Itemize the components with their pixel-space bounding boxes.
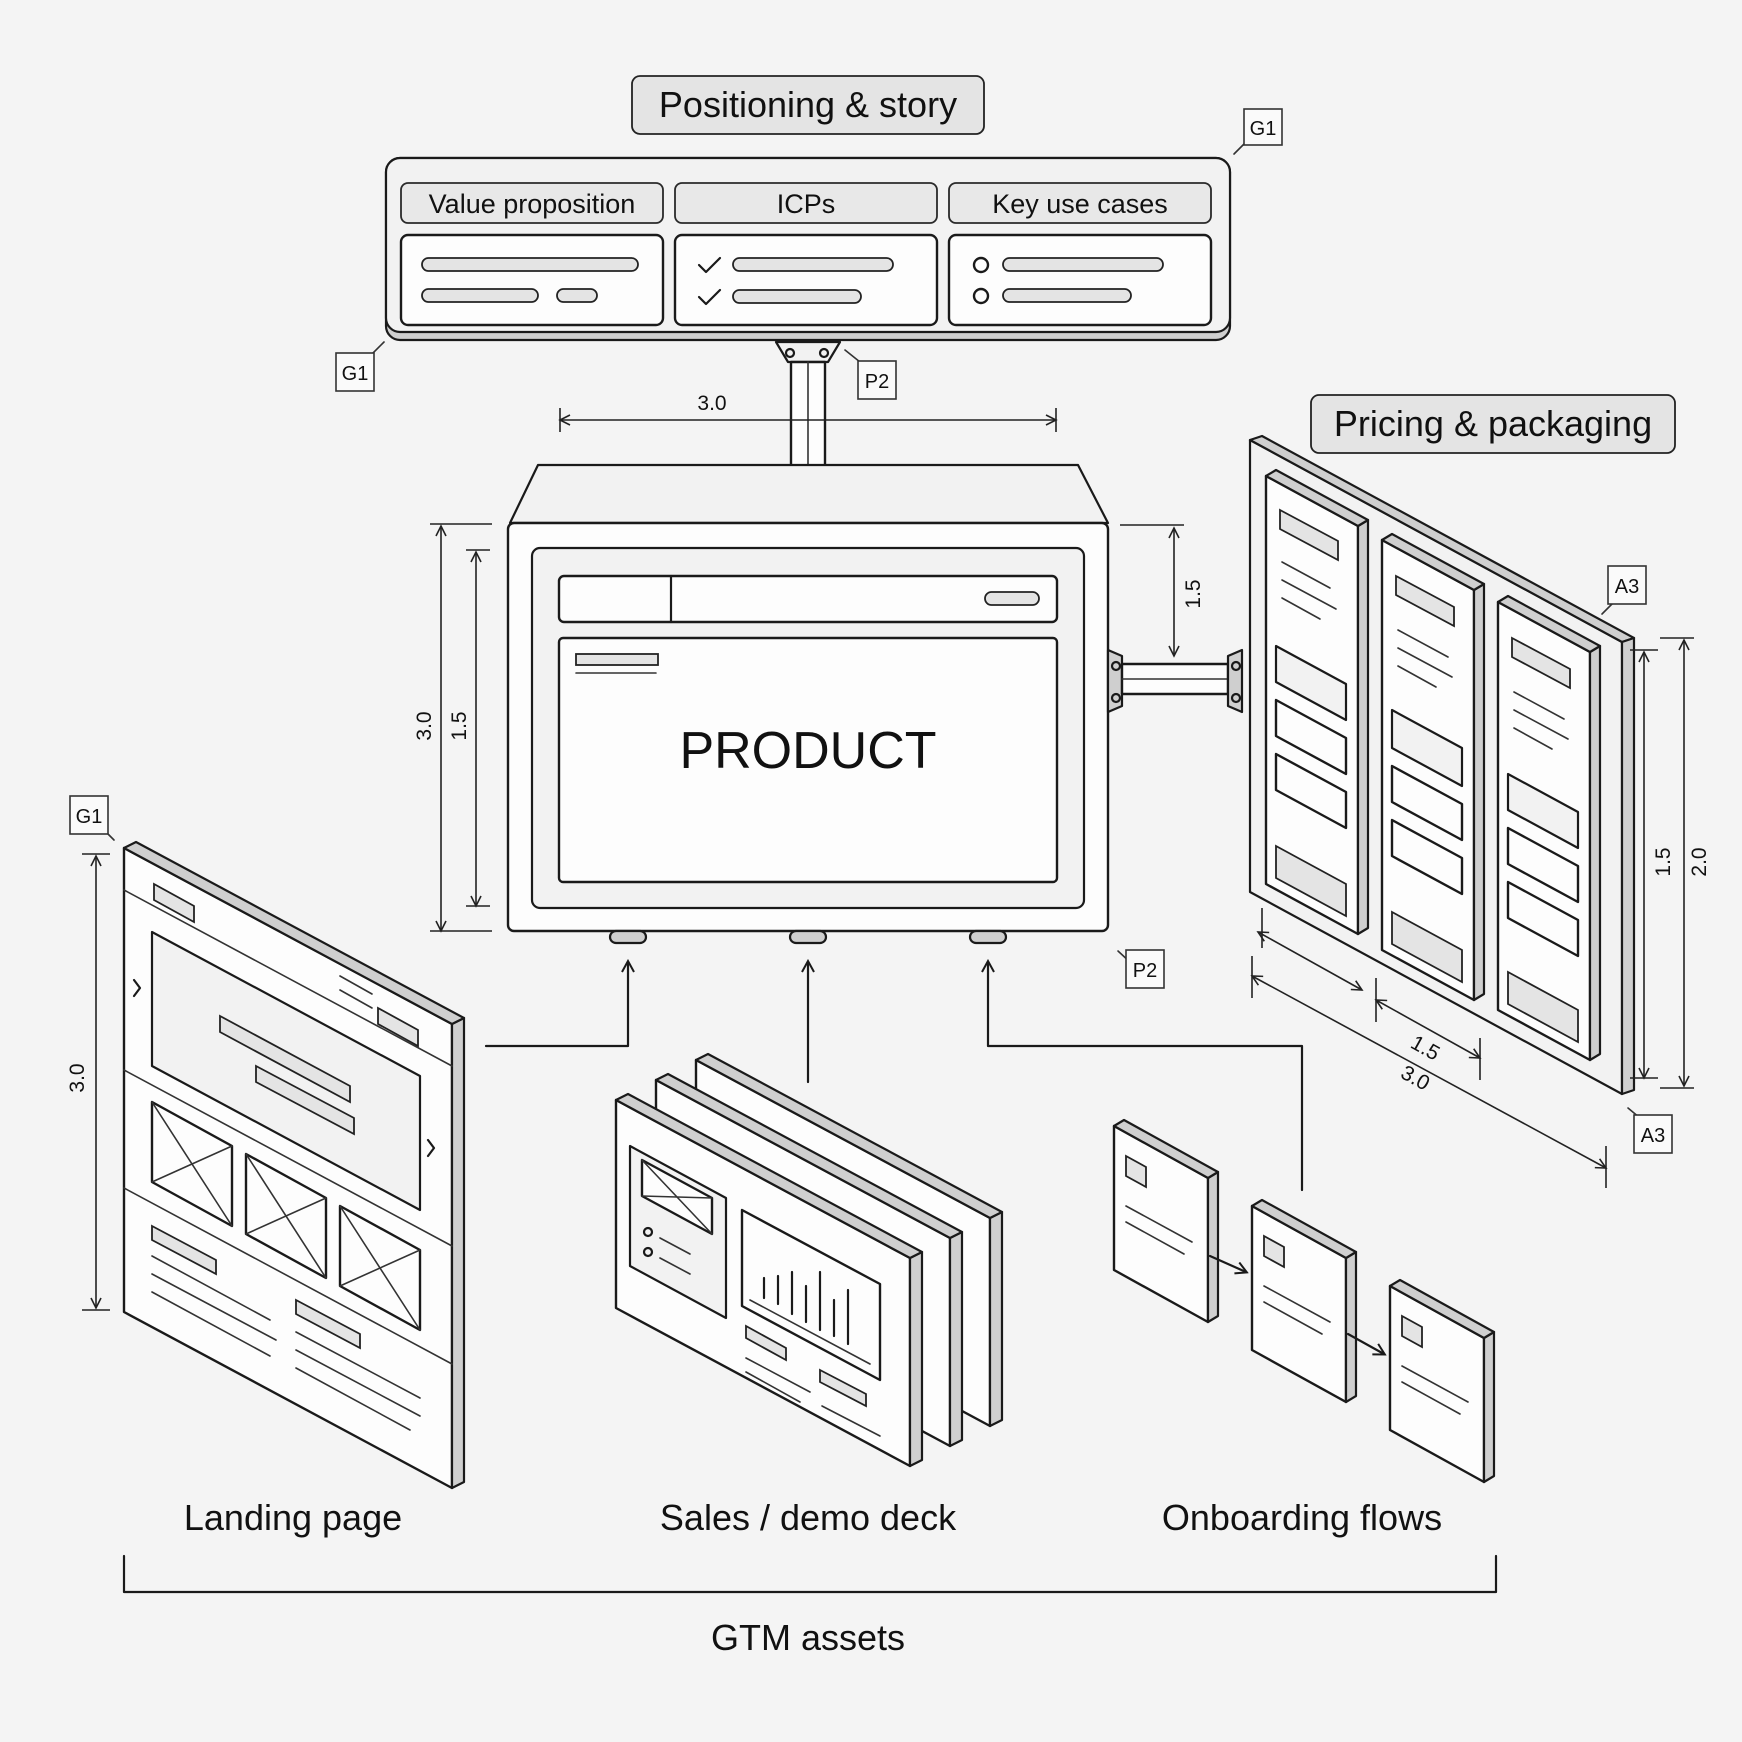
onboarding-card (1112, 1118, 1220, 1324)
chevron-left-icon (132, 978, 142, 998)
dimension-label: 3.0 (1397, 1061, 1434, 1095)
tag-p2-top (857, 360, 897, 400)
product-dimensions: 3.0 3.0 1.5 1.5 (413, 392, 1205, 933)
dimension-label: 1.5 (448, 711, 471, 740)
tag-p2-bottom (1125, 949, 1165, 989)
text-line-placeholder (421, 257, 639, 272)
sales-deck-asset (614, 1052, 1004, 1468)
asset-label-sales-deck: Sales / demo deck (660, 1497, 957, 1538)
gtm-assets-label: GTM assets (711, 1617, 905, 1658)
onboarding-card (1388, 1278, 1496, 1484)
check-icon (697, 288, 722, 306)
product-foot (968, 929, 1008, 945)
product-content-area (557, 636, 1059, 884)
positioning-panel: Positioning & story Value proposition IC… (335, 75, 1283, 400)
chevron-right-icon (426, 1138, 436, 1158)
asset-labels: Landing page Sales / demo deck Onboardin… (122, 1497, 1498, 1658)
tag-a3-top (1607, 565, 1647, 605)
pricing-title-pill (1310, 394, 1676, 454)
tag-label: G1 (1250, 118, 1277, 140)
dimension-label: 1.5 (1407, 1031, 1444, 1065)
gtm-assets-bracket (122, 1554, 1498, 1594)
column-header-label: Key use cases (992, 189, 1168, 219)
positioning-title: Positioning & story (659, 84, 957, 125)
text-line-placeholder (1002, 288, 1132, 303)
dimension-label: 3.0 (413, 711, 436, 740)
toolbar-button (984, 591, 1040, 606)
column-body (947, 233, 1213, 327)
onboarding-flows-asset (1112, 1118, 1496, 1484)
tag-a3-bottom (1633, 1114, 1673, 1154)
text-line-placeholder (575, 653, 659, 666)
arrow-right-icon (1208, 1254, 1246, 1272)
landing-hero (150, 930, 422, 1212)
column-body (673, 233, 939, 327)
bullet-icon (972, 256, 990, 274)
product-pricing-connector (1106, 648, 1244, 714)
arrow-onboarding-to-product (988, 962, 1304, 1192)
product-label: PRODUCT (679, 722, 936, 780)
tag-g1-left (335, 352, 375, 392)
dimension-label: 3.0 (697, 392, 726, 415)
check-icon (697, 256, 722, 274)
tag-label: A3 (1615, 576, 1639, 598)
tag-label: G1 (76, 806, 103, 828)
column-header-label: ICPs (777, 189, 836, 219)
deck-slide-front (614, 1092, 924, 1468)
column-header-label: Value proposition (429, 189, 636, 219)
tag-label: P2 (1133, 960, 1157, 982)
tag-g1-top (1243, 108, 1283, 146)
arrow-right-icon (1346, 1332, 1384, 1354)
text-line-placeholder (732, 257, 894, 272)
product-box: PRODUCT P2 (506, 463, 1165, 989)
text-line-placeholder (1002, 257, 1164, 272)
column-header-value-proposition (400, 182, 664, 224)
pricing-tier-card (1264, 468, 1370, 936)
tag-label: A3 (1641, 1125, 1665, 1147)
text-line-placeholder (732, 289, 862, 304)
product-top-face (508, 463, 1110, 525)
pricing-tier-card (1380, 532, 1486, 1002)
product-toolbar (557, 574, 1059, 624)
text-line-placeholder (421, 288, 539, 303)
product-foot (788, 929, 828, 945)
tag-label: G1 (342, 363, 369, 385)
pricing-panel: Pricing & packaging (1248, 394, 1676, 1154)
onboarding-card (1250, 1198, 1358, 1404)
column-body (399, 233, 665, 327)
column-header-key-use-cases (948, 182, 1212, 224)
bullet-icon (972, 287, 990, 305)
asset-label-landing-page: Landing page (184, 1497, 402, 1538)
asset-flow-arrows (484, 962, 1304, 1192)
positioning-title-pill (631, 75, 985, 135)
dimension-label: 2.0 (1688, 847, 1711, 876)
arrow-landing-to-product (484, 962, 628, 1048)
product-foot (608, 929, 648, 945)
dimension-label: 3.0 (66, 1063, 89, 1092)
tag-g1-landing (69, 795, 109, 835)
column-header-icps (674, 182, 938, 224)
asset-label-onboarding-flows: Onboarding flows (1162, 1497, 1442, 1538)
pricing-tier-card (1496, 594, 1602, 1062)
tag-label: P2 (865, 371, 889, 393)
dimension-label: 1.5 (1182, 579, 1205, 608)
landing-page-asset: 3.0 G1 (66, 795, 466, 1490)
text-line-placeholder (556, 288, 598, 303)
pricing-title: Pricing & packaging (1334, 403, 1652, 444)
dimension-label: 1.5 (1652, 847, 1675, 876)
